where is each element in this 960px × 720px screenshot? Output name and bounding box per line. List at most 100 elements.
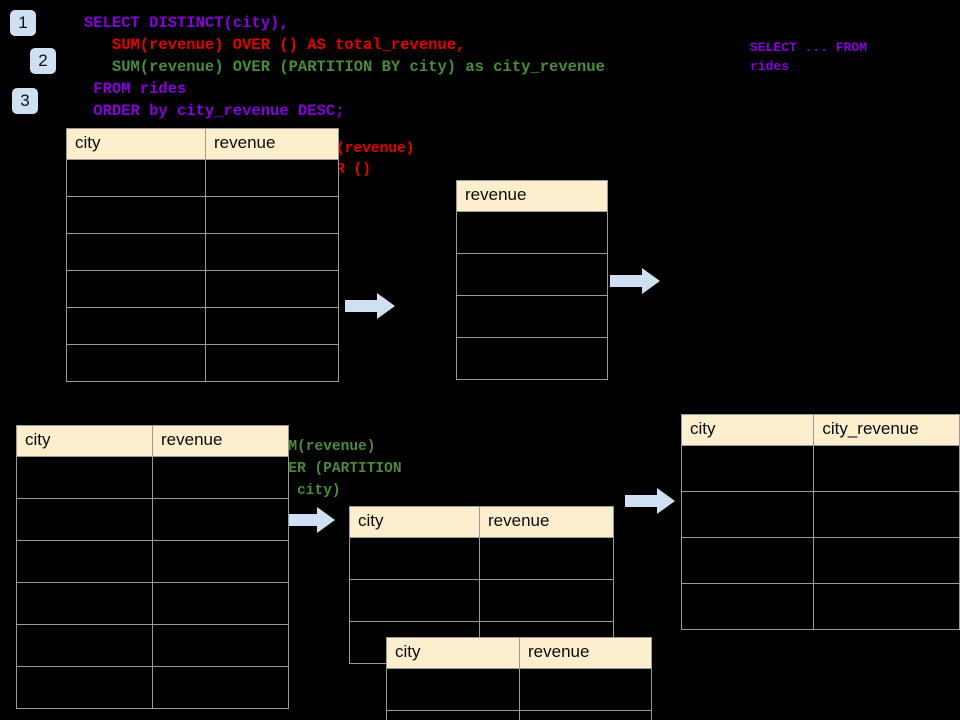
- table-cell: [519, 710, 652, 720]
- table-cell: [680, 583, 815, 630]
- total-revenue-table: revenue: [456, 180, 608, 380]
- column-header-city: city: [680, 414, 815, 446]
- table-cell: [479, 579, 614, 622]
- step-badge-3: 3: [12, 88, 38, 114]
- table-cell: [152, 582, 289, 625]
- table-row: [66, 270, 339, 308]
- step-badge-2: 2: [30, 48, 56, 74]
- table-cell: [456, 253, 608, 296]
- table-row: [16, 582, 289, 625]
- table-row: [386, 668, 652, 711]
- arrow-partition-to-result-icon: [625, 488, 675, 514]
- table-cell: [456, 295, 608, 338]
- table-cell: [205, 344, 339, 382]
- table-row: [456, 253, 608, 296]
- table-cell: [16, 456, 153, 499]
- table-cell: [386, 668, 520, 711]
- table-cell: [479, 537, 614, 580]
- table-cell: [680, 491, 815, 538]
- table-cell: [66, 270, 206, 308]
- table-cell: [813, 537, 960, 584]
- table-row: [349, 537, 614, 580]
- table-cell: [386, 710, 520, 720]
- column-header-city: city: [386, 637, 520, 669]
- step-badge-1: 1: [10, 10, 36, 36]
- table-cell: [152, 498, 289, 541]
- table-cell: [205, 196, 339, 234]
- table-row: [16, 624, 289, 667]
- table-cell: [680, 445, 815, 492]
- table-cell: [813, 583, 960, 630]
- column-header-city: city: [66, 128, 206, 160]
- table-cell: [205, 270, 339, 308]
- table-row: [66, 159, 339, 197]
- column-header-revenue: revenue: [152, 425, 289, 457]
- table-cell: [16, 540, 153, 583]
- table-cell: [519, 668, 652, 711]
- source-annotation: SELECT ... FROM rides: [750, 40, 868, 74]
- table-row: [16, 540, 289, 583]
- table-cell: [66, 159, 206, 197]
- city-revenue-annotation: SUM(revenue) OVER (PARTITION BY city): [271, 439, 402, 499]
- table-row: [66, 196, 339, 234]
- sql-line-2: SUM(revenue) OVER () AS total_revenue,: [111, 36, 466, 54]
- table-row: [349, 579, 614, 622]
- table-row: [680, 445, 960, 492]
- table-cell: [152, 666, 289, 709]
- table-row: [16, 666, 289, 709]
- column-header-revenue: revenue: [205, 128, 339, 160]
- table-cell: [66, 307, 206, 345]
- table-cell: [349, 537, 480, 580]
- sql-line-3: SUM(revenue) OVER (PARTITION BY city) as…: [111, 58, 605, 76]
- table-cell: [349, 579, 480, 622]
- table-row: [66, 233, 339, 271]
- table-row: [16, 498, 289, 541]
- column-header-revenue: revenue: [479, 506, 614, 538]
- table-row: [16, 456, 289, 499]
- column-header-city: city: [349, 506, 480, 538]
- table-cell: [16, 624, 153, 667]
- table-cell: [205, 233, 339, 271]
- table-row: [456, 295, 608, 338]
- arrow-total-to-result-icon: [610, 268, 660, 294]
- arrow-source-to-total-icon: [345, 293, 395, 319]
- table-row: [680, 491, 960, 538]
- sql-line-4: FROM rides: [93, 80, 187, 98]
- table-row: [66, 307, 339, 345]
- table-cell: [66, 233, 206, 271]
- table-row: [456, 337, 608, 380]
- table-cell: [456, 337, 608, 380]
- table-cell: [66, 344, 206, 382]
- table-cell: [813, 491, 960, 538]
- column-header-revenue: revenue: [519, 637, 652, 669]
- table-row: [680, 537, 960, 584]
- sql-line-1: SELECT DISTINCT(city),: [84, 14, 289, 32]
- column-header-revenue: revenue: [456, 180, 608, 212]
- arrow-source2-to-partition-icon: [285, 507, 335, 533]
- column-header-city: city: [16, 425, 153, 457]
- table-cell: [152, 456, 289, 499]
- table-cell: [66, 196, 206, 234]
- table-cell: [16, 582, 153, 625]
- table-cell: [813, 445, 960, 492]
- column-header-city_revenue: city_revenue: [813, 414, 960, 446]
- table-cell: [680, 537, 815, 584]
- table-cell: [152, 540, 289, 583]
- table-row: [386, 710, 652, 720]
- table-row: [680, 583, 960, 630]
- table-row: [456, 211, 608, 254]
- table-cell: [16, 666, 153, 709]
- table-header-row: revenue: [456, 180, 608, 212]
- table-cell: [205, 307, 339, 345]
- table-cell: [205, 159, 339, 197]
